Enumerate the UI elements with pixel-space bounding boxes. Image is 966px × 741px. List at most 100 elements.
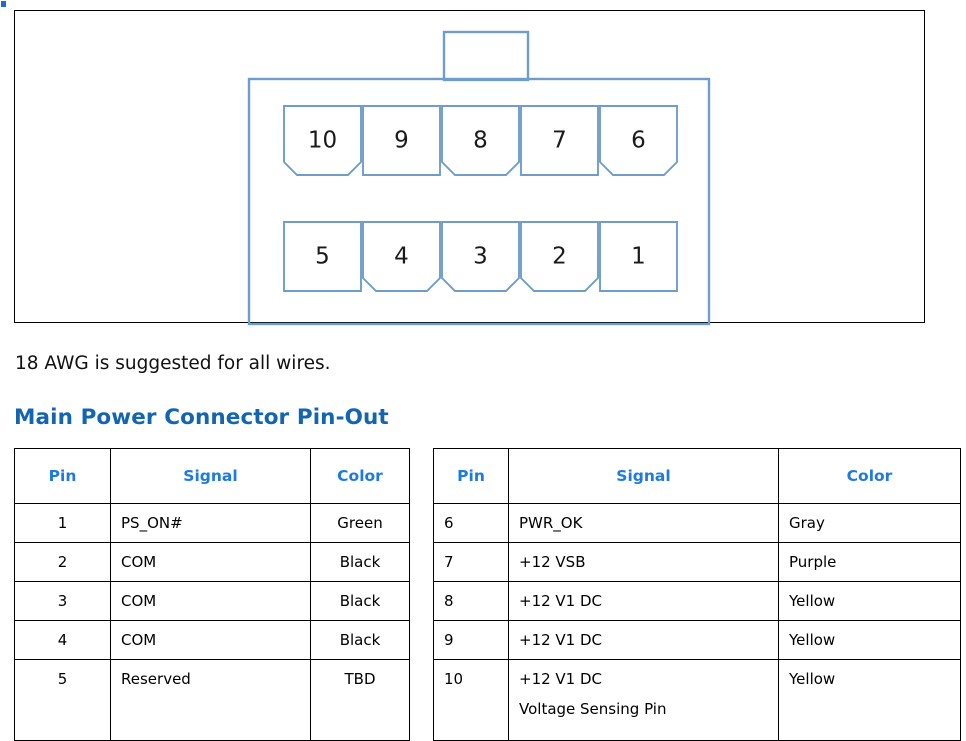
cell-signal-text: PS_ON# [121, 514, 183, 532]
pin-out-table-right: Pin Signal Color 6 PWR_OK Gray 7 +12 VSB… [433, 448, 961, 741]
pin-shape-9 [362, 105, 441, 176]
cell-pin: 9 [433, 620, 509, 660]
cell-color: Green [310, 503, 410, 543]
cell-color-text: Yellow [789, 592, 836, 610]
cell-color-text: Gray [789, 514, 825, 532]
pin-shape-2 [520, 221, 599, 292]
col-header-pin: Pin [14, 448, 111, 504]
pin-label-1: 1 [631, 244, 646, 270]
cell-signal-text: COM [121, 631, 157, 649]
wire-gauge-note: 18 AWG is suggested for all wires. [15, 353, 331, 374]
cell-pin: 8 [433, 581, 509, 621]
cell-color-text: Purple [789, 553, 837, 571]
cell-signal-block: +12 V1 DC Voltage Sensing Pin [509, 660, 778, 718]
corner-marker [1, 1, 6, 7]
pin-label-10: 10 [308, 128, 337, 154]
pin-shape-6 [599, 105, 678, 176]
pin-shape-8 [441, 105, 520, 176]
cell-signal: COM [110, 620, 311, 660]
cell-pin: 10 [433, 659, 509, 741]
cell-pin-text: 6 [444, 514, 454, 532]
col-header-signal: Signal [508, 448, 779, 504]
cell-signal-text: Reserved [121, 670, 191, 688]
cell-color: TBD [310, 659, 410, 741]
cell-pin: 7 [433, 542, 509, 582]
cell-pin-text: 5 [57, 670, 68, 688]
pin-shape-3 [441, 221, 520, 292]
cell-pin: 2 [14, 542, 111, 582]
pin-label-3: 3 [473, 244, 488, 270]
cell-color-text: Yellow [789, 631, 836, 649]
cell-pin-text: 8 [444, 592, 454, 610]
cell-signal: PWR_OK [508, 503, 779, 543]
cell-signal-subtext: Voltage Sensing Pin [519, 700, 667, 718]
pin-label-8: 8 [473, 128, 488, 154]
pin-shape-5 [283, 221, 362, 292]
cell-pin: 6 [433, 503, 509, 543]
cell-color: Gray [778, 503, 961, 543]
cell-signal-text: +12 VSB [519, 553, 586, 571]
table-header-row: Pin Signal Color [14, 448, 410, 504]
table-row: 9 +12 V1 DC Yellow [433, 620, 961, 660]
cell-signal-text: +12 V1 DC [519, 592, 603, 610]
cell-pin-text: 10 [444, 670, 464, 688]
cell-pin-text: 7 [444, 553, 454, 571]
cell-signal: +12 V1 DC [508, 620, 779, 660]
table-row: 2 COM Black [14, 542, 410, 582]
cell-signal-text: PWR_OK [519, 514, 583, 532]
pin-label-4: 4 [394, 244, 409, 270]
cell-signal: +12 VSB [508, 542, 779, 582]
connector-drawing: 10 9 8 7 6 5 4 3 [234, 22, 724, 327]
table-row: 1 PS_ON# Green [14, 503, 410, 543]
table-header-row: Pin Signal Color [433, 448, 961, 504]
cell-signal: +12 V1 DC Voltage Sensing Pin [508, 659, 779, 741]
cell-color: Yellow [778, 659, 961, 741]
cell-pin: 3 [14, 581, 111, 621]
pin-label-2: 2 [552, 244, 567, 270]
table-row: 6 PWR_OK Gray [433, 503, 961, 543]
cell-signal-text: +12 V1 DC [519, 631, 603, 649]
col-header-color: Color [778, 448, 961, 504]
cell-signal-text: COM [121, 553, 157, 571]
latch-tab-shape [442, 30, 530, 82]
table-row: 4 COM Black [14, 620, 410, 660]
cell-signal: PS_ON# [110, 503, 311, 543]
connector-figure-frame: 10 9 8 7 6 5 4 3 [14, 10, 925, 326]
pin-label-9: 9 [394, 128, 409, 154]
cell-pin: 4 [14, 620, 111, 660]
cell-signal: Reserved [110, 659, 311, 741]
page-title: Main Power Connector Pin-Out [14, 405, 389, 430]
cell-pin: 1 [14, 503, 111, 543]
pin-shape-10 [283, 105, 362, 176]
table-row: 8 +12 V1 DC Yellow [433, 581, 961, 621]
cell-color: Yellow [778, 581, 961, 621]
table-row: 10 +12 V1 DC Voltage Sensing Pin Yellow [433, 659, 961, 741]
cell-color: Purple [778, 542, 961, 582]
cell-color: Black [310, 581, 410, 621]
pin-shape-1 [599, 221, 678, 292]
connector-svg: 10 9 8 7 6 5 4 3 [247, 30, 711, 326]
cell-signal: COM [110, 542, 311, 582]
pin-shape-7 [520, 105, 599, 176]
col-header-color: Color [310, 448, 410, 504]
cell-signal: +12 V1 DC [508, 581, 779, 621]
pin-out-table-left: Pin Signal Color 1 PS_ON# Green 2 COM Bl… [14, 448, 410, 741]
table-row: 3 COM Black [14, 581, 410, 621]
cell-color-text: Yellow [789, 670, 836, 688]
table-row: 7 +12 VSB Purple [433, 542, 961, 582]
cell-color: Black [310, 620, 410, 660]
cell-signal-text: +12 V1 DC [519, 670, 603, 688]
pin-label-5: 5 [315, 244, 330, 270]
col-header-signal: Signal [110, 448, 311, 504]
pin-label-6: 6 [631, 128, 646, 154]
cell-color-text: TBD [344, 670, 376, 688]
cell-pin-text: 9 [444, 631, 454, 649]
cell-color: Black [310, 542, 410, 582]
cell-signal: COM [110, 581, 311, 621]
cell-signal-text: COM [121, 592, 157, 610]
cell-pin: 5 [14, 659, 111, 741]
cell-color: Yellow [778, 620, 961, 660]
pin-label-7: 7 [552, 128, 567, 154]
col-header-pin: Pin [433, 448, 509, 504]
pin-shape-4 [362, 221, 441, 292]
